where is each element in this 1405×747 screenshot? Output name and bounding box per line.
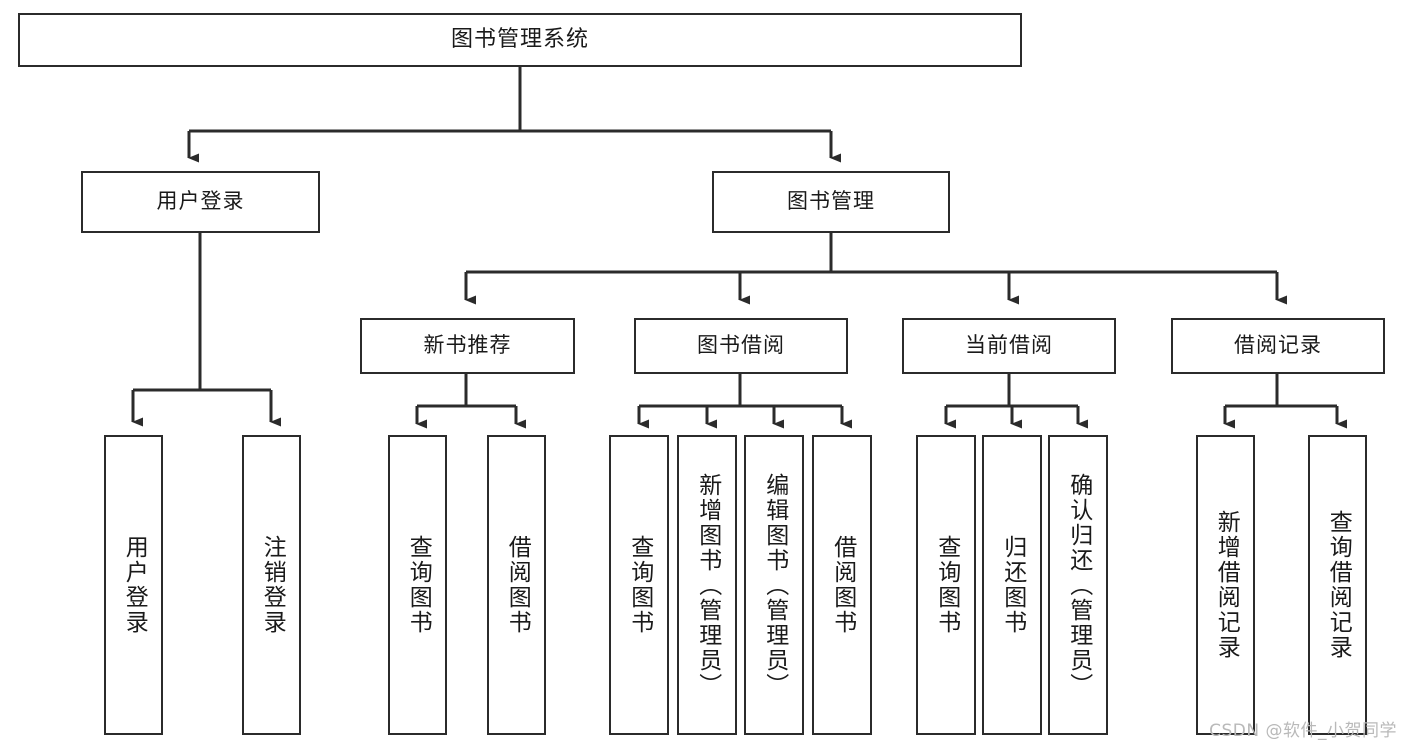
node-leaf-query-record-label: 查询借阅记录 bbox=[1325, 510, 1352, 660]
node-leaf-borrow-book-2-label: 借阅图书 bbox=[829, 535, 856, 635]
node-leaf-return-book-label: 归还图书 bbox=[999, 535, 1026, 635]
node-leaf-query-book-1-label: 查询图书 bbox=[405, 535, 432, 635]
node-leaf-add-book-label: 新增图书（管理员） bbox=[694, 472, 721, 698]
node-leaf-user-logout[interactable]: 注销登录 bbox=[242, 435, 301, 735]
csdn-watermark: CSDN @软件_小贺同学 bbox=[1209, 721, 1397, 741]
node-leaf-user-login[interactable]: 用户登录 bbox=[104, 435, 163, 735]
node-leaf-query-book-3[interactable]: 查询图书 bbox=[916, 435, 976, 735]
node-borrow-record[interactable]: 借阅记录 bbox=[1171, 318, 1385, 374]
node-leaf-borrow-book-2[interactable]: 借阅图书 bbox=[812, 435, 872, 735]
node-root-system[interactable]: 图书管理系统 bbox=[18, 13, 1022, 67]
node-user-login-label: 用户登录 bbox=[156, 189, 245, 214]
node-leaf-query-book-3-label: 查询图书 bbox=[933, 535, 960, 635]
node-leaf-user-logout-label: 注销登录 bbox=[259, 535, 286, 635]
node-leaf-add-record-label: 新增借阅记录 bbox=[1213, 510, 1240, 660]
node-current-borrow[interactable]: 当前借阅 bbox=[902, 318, 1116, 374]
node-current-borrow-label: 当前借阅 bbox=[965, 333, 1053, 358]
node-leaf-add-book[interactable]: 新增图书（管理员） bbox=[677, 435, 737, 735]
node-root-system-label: 图书管理系统 bbox=[450, 26, 589, 52]
node-book-manage[interactable]: 图书管理 bbox=[712, 171, 950, 233]
node-leaf-query-book-1[interactable]: 查询图书 bbox=[388, 435, 447, 735]
node-new-book-recommend-label: 新书推荐 bbox=[423, 333, 512, 358]
node-leaf-confirm-return-label: 确认归还（管理员） bbox=[1065, 472, 1092, 698]
node-leaf-borrow-book-1-label: 借阅图书 bbox=[504, 535, 531, 635]
node-book-borrow-label: 图书借阅 bbox=[697, 333, 785, 358]
node-book-manage-label: 图书管理 bbox=[787, 189, 875, 214]
node-leaf-add-record[interactable]: 新增借阅记录 bbox=[1196, 435, 1255, 735]
node-leaf-confirm-return[interactable]: 确认归还（管理员） bbox=[1048, 435, 1108, 735]
node-book-borrow[interactable]: 图书借阅 bbox=[634, 318, 848, 374]
node-user-login[interactable]: 用户登录 bbox=[81, 171, 320, 233]
node-leaf-user-login-label: 用户登录 bbox=[121, 535, 148, 635]
node-leaf-query-book-2[interactable]: 查询图书 bbox=[609, 435, 669, 735]
node-borrow-record-label: 借阅记录 bbox=[1234, 333, 1322, 358]
node-leaf-edit-book-label: 编辑图书（管理员） bbox=[761, 472, 788, 698]
node-leaf-borrow-book-1[interactable]: 借阅图书 bbox=[487, 435, 546, 735]
node-leaf-return-book[interactable]: 归还图书 bbox=[982, 435, 1042, 735]
node-leaf-query-book-2-label: 查询图书 bbox=[626, 535, 653, 635]
node-leaf-query-record[interactable]: 查询借阅记录 bbox=[1308, 435, 1367, 735]
node-leaf-edit-book[interactable]: 编辑图书（管理员） bbox=[744, 435, 804, 735]
node-new-book-recommend[interactable]: 新书推荐 bbox=[360, 318, 575, 374]
